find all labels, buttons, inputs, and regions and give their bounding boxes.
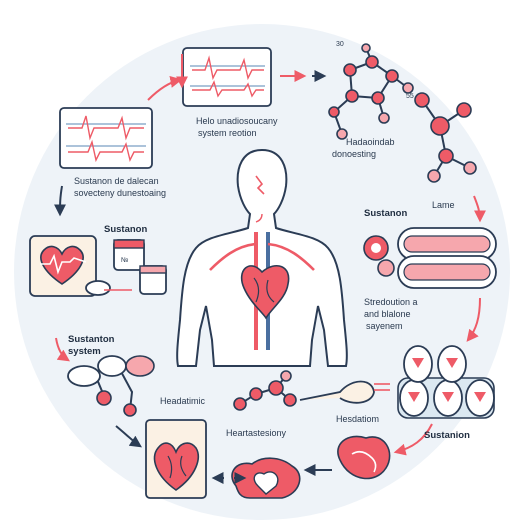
label-left-upper-1: Sustanon de dalecan <box>74 176 159 186</box>
label-right-lower-1: Stredoution a <box>364 297 418 307</box>
molecule-chain-bottom <box>67 355 155 417</box>
molecule-cluster-right <box>414 92 477 183</box>
label-right-mid: Lame <box>432 200 455 210</box>
label-left-heart-title: Sustanon <box>104 224 147 235</box>
heart-anatomy-card <box>145 419 207 499</box>
label-number-55: 55 <box>406 93 414 100</box>
label-bottom-left: Headatimic <box>160 396 206 406</box>
capsule-tubes <box>363 227 497 289</box>
label-right-lower-3: sayenem <box>366 321 403 331</box>
human-torso-illustration <box>176 148 348 367</box>
label-top-center-2: system reotion <box>198 128 257 138</box>
label-right-lower-2: and blalone <box>364 309 411 319</box>
ecg-monitor-left <box>59 107 153 169</box>
label-left-mid-1: Sustanton <box>68 334 115 345</box>
ecg-monitor-top <box>182 47 272 107</box>
molecule-chain-middle <box>233 370 375 411</box>
label-bottom-right-b: Sustanion <box>424 430 470 441</box>
label-right-upper: Sustanon <box>364 208 407 219</box>
label-bottom-right-a: Hesdatiom <box>336 414 379 424</box>
label-left-mid-2: system <box>68 346 101 357</box>
svg-text:№: № <box>121 257 129 264</box>
label-top-right-b: donoesting <box>332 149 376 159</box>
cycle-arrows <box>54 54 486 484</box>
bottom-organs <box>231 435 391 499</box>
label-left-upper-2: sovecteny dunestoaing <box>74 188 166 198</box>
molecule-cluster-top <box>328 43 414 140</box>
tissue-cylinders <box>397 345 495 419</box>
label-number-30: 30 <box>336 41 344 48</box>
label-top-right-a: Hadaoindab <box>346 137 395 147</box>
label-bottom-center: Heartastesiony <box>226 428 287 438</box>
heart-monitor-card <box>29 235 97 297</box>
medicine-items: № <box>85 239 167 296</box>
label-top-center-1: Helo unadiosoucany <box>196 116 278 126</box>
